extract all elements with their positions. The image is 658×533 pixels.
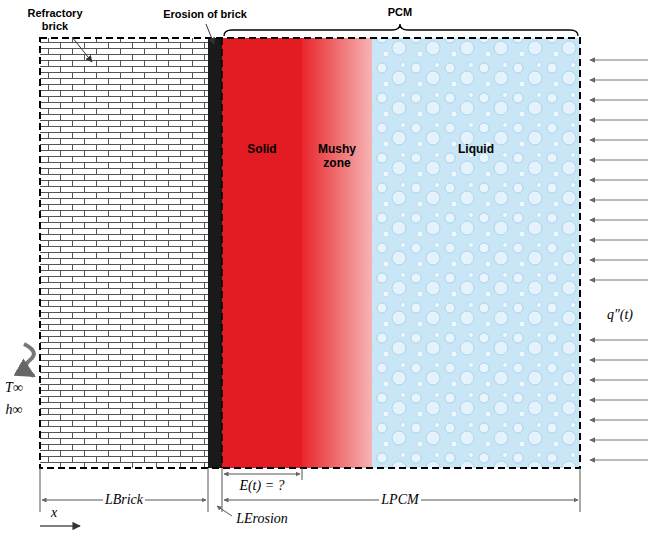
flux-arrow xyxy=(590,119,648,120)
flux-arrow xyxy=(590,359,648,360)
extension-line xyxy=(302,468,303,480)
symbol-label: h∞ xyxy=(6,402,23,418)
region-label: Mushy zone xyxy=(308,142,366,171)
extension-line xyxy=(40,468,41,512)
solid-region: Solid xyxy=(222,38,302,468)
dimension-lines xyxy=(40,468,580,526)
flux-arrow xyxy=(590,219,648,220)
solid-band xyxy=(222,38,302,468)
axis-arrow xyxy=(40,525,80,526)
interface-line xyxy=(221,38,223,468)
flux-arrow xyxy=(590,279,648,280)
leader-line xyxy=(206,24,214,44)
domain-outline xyxy=(40,38,580,468)
leader-line xyxy=(217,506,232,516)
pcm-brace xyxy=(224,24,578,36)
flux-arrow xyxy=(590,399,648,400)
extension-line xyxy=(222,468,223,512)
symbol-label: T∞ xyxy=(5,380,23,396)
part-label: Refractory brick xyxy=(19,7,91,32)
convection-symbol xyxy=(24,344,34,376)
dimension-label: LErosion xyxy=(236,511,288,527)
mushy-band xyxy=(302,38,372,468)
erosion-layer xyxy=(208,38,222,468)
leader-line xyxy=(72,37,92,62)
dimension-label: LPCM xyxy=(379,492,420,508)
liquid-band xyxy=(372,38,580,468)
heat-flux-arrows xyxy=(590,60,648,460)
symbol-label: q″(t) xyxy=(605,307,635,323)
axis-label: x xyxy=(51,505,57,521)
flux-arrow xyxy=(590,439,648,440)
flux-arrow xyxy=(590,339,648,340)
flux-arrow xyxy=(590,139,648,140)
flux-arrow xyxy=(590,159,648,160)
mushy-region: Mushy zone xyxy=(302,38,372,468)
flux-arrow xyxy=(590,179,648,180)
region-label: Liquid xyxy=(378,142,574,156)
flux-arrow xyxy=(590,99,648,100)
flux-arrow xyxy=(590,459,648,460)
flux-arrow xyxy=(590,59,648,60)
flux-arrow xyxy=(590,419,648,420)
wall-layers xyxy=(40,38,580,468)
extension-line xyxy=(580,468,581,512)
flux-arrow xyxy=(590,259,648,260)
region-label: Solid xyxy=(228,142,296,156)
flux-arrow xyxy=(590,379,648,380)
brick-layer xyxy=(40,38,208,468)
callout-leaders xyxy=(72,24,578,62)
convection-arrow xyxy=(24,344,34,376)
dimension-label: E(t) = ? xyxy=(239,478,284,494)
part-label: Erosion of brick xyxy=(163,8,247,21)
liquid-region: Liquid xyxy=(372,38,580,468)
flux-arrow xyxy=(590,199,648,200)
flux-arrow xyxy=(590,239,648,240)
flux-arrow xyxy=(590,79,648,80)
extension-line xyxy=(208,468,209,512)
dimension-label: LBrick xyxy=(103,492,145,508)
dimension-line xyxy=(224,474,300,475)
group-label: PCM xyxy=(388,6,412,19)
